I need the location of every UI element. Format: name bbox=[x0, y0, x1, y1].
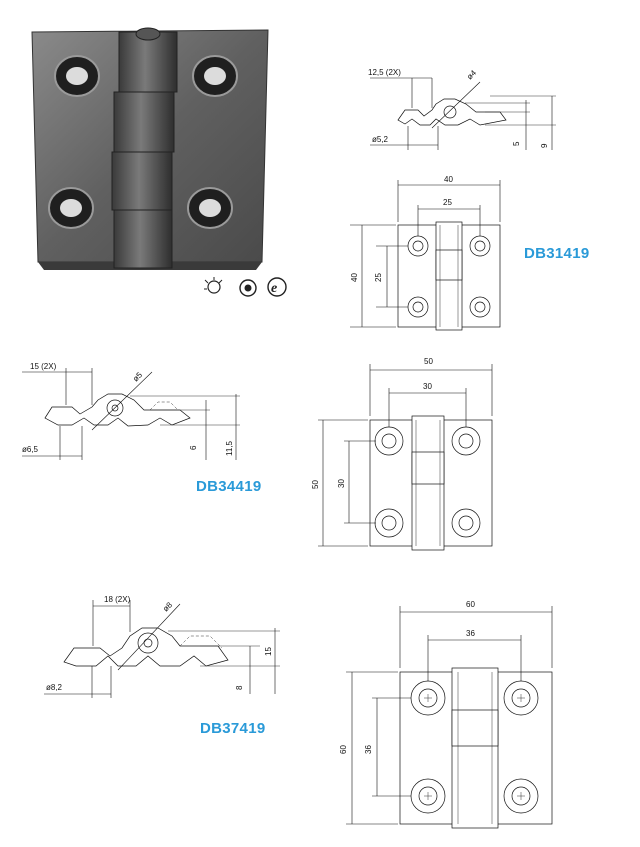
dim-holewidth-b: 30 bbox=[423, 382, 432, 391]
dim-width-c: 60 bbox=[466, 600, 475, 609]
dim-height-b: 11,5 bbox=[225, 440, 234, 456]
product-code-a: DB31419 bbox=[524, 245, 590, 262]
dim-holeheight-a: 25 bbox=[374, 273, 383, 282]
dim-width-a: 40 bbox=[444, 175, 453, 184]
dim-hole-b: ø6,5 bbox=[22, 445, 39, 454]
dim-holewidth-c: 36 bbox=[466, 629, 475, 638]
dim-thick-b: 6 bbox=[189, 445, 198, 450]
dim-pitch-b: 15 (2X) bbox=[30, 362, 57, 371]
dim-height-a: 9 bbox=[540, 143, 549, 148]
dim-hole-c: ø8,2 bbox=[46, 683, 63, 692]
dim-thick-c: 8 bbox=[235, 685, 244, 690]
dim-width-b: 50 bbox=[424, 357, 433, 366]
dim-height-front-c: 60 bbox=[339, 745, 348, 754]
dim-pitch-a: 12,5 (2X) bbox=[368, 68, 401, 77]
side-view-b bbox=[22, 368, 240, 460]
dim-holeheight-c: 36 bbox=[364, 745, 373, 754]
dim-pin-a: ø4 bbox=[465, 68, 478, 81]
dim-height-front-b: 50 bbox=[311, 480, 320, 489]
dim-height-front-a: 40 bbox=[350, 273, 359, 282]
dim-holeheight-b: 30 bbox=[337, 479, 346, 488]
dim-pin-c: ø8 bbox=[161, 600, 174, 613]
dim-hole-a: ø5,2 bbox=[372, 135, 389, 144]
product-code-c: DB37419 bbox=[200, 720, 266, 737]
dim-height-c: 15 bbox=[264, 647, 273, 656]
front-view-b bbox=[318, 364, 493, 551]
dim-holewidth-a: 25 bbox=[443, 198, 452, 207]
side-view-a bbox=[370, 77, 556, 150]
front-view-a bbox=[350, 180, 501, 331]
dim-thick-a: 5 bbox=[512, 141, 521, 146]
dim-pitch-c: 18 (2X) bbox=[104, 595, 131, 604]
front-view-c bbox=[346, 606, 553, 829]
side-view-c bbox=[44, 600, 280, 698]
product-code-b: DB34419 bbox=[196, 478, 262, 495]
